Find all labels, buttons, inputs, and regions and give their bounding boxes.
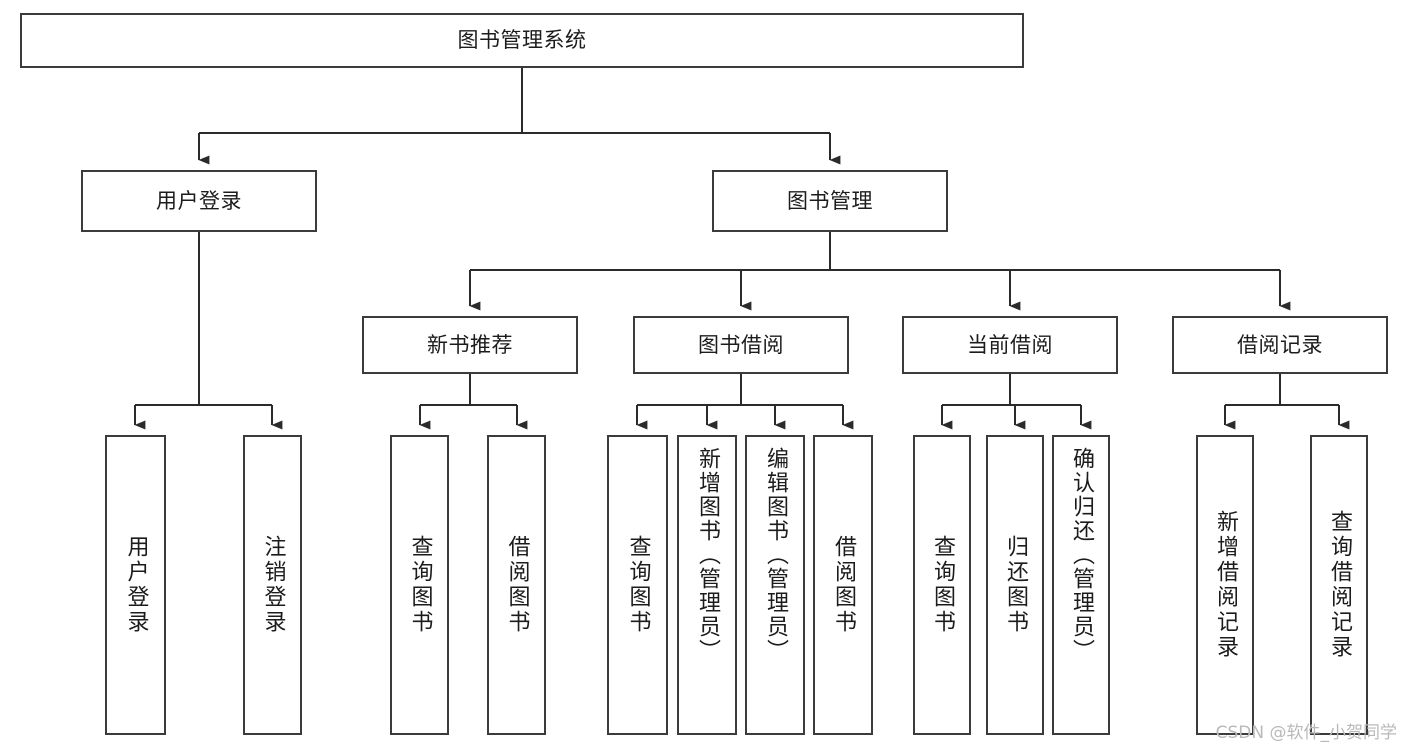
node-borrow-records[interactable]: 借阅记录 [1172, 316, 1388, 374]
node-new-book-recommend[interactable]: 新书推荐 [362, 316, 578, 374]
node-leaf-query-book-current-label: 查询图书 [930, 535, 955, 635]
node-leaf-add-borrow-record-label: 新增借阅记录 [1213, 510, 1238, 660]
node-root-system[interactable]: 图书管理系统 [20, 13, 1024, 68]
node-leaf-query-borrow-record[interactable]: 查询借阅记录 [1310, 435, 1368, 735]
node-leaf-confirm-return[interactable]: 确认归还（管理员） [1052, 435, 1110, 735]
node-root-system-label: 图书管理系统 [457, 28, 587, 53]
node-new-book-recommend-label: 新书推荐 [427, 332, 513, 357]
node-user-login[interactable]: 用户登录 [81, 170, 317, 232]
node-leaf-borrow-book-recommend-label: 借阅图书 [504, 535, 530, 635]
node-leaf-query-book-recommend[interactable]: 查询图书 [390, 435, 449, 735]
node-borrow-records-label: 借阅记录 [1237, 332, 1323, 357]
node-user-login-label: 用户登录 [156, 188, 242, 213]
node-leaf-edit-book[interactable]: 编辑图书（管理员） [745, 435, 805, 735]
node-current-borrow-label: 当前借阅 [967, 332, 1053, 357]
node-book-borrow[interactable]: 图书借阅 [633, 316, 849, 374]
node-leaf-add-borrow-record[interactable]: 新增借阅记录 [1196, 435, 1254, 735]
node-leaf-user-logout-label: 注销登录 [260, 535, 286, 635]
node-leaf-query-book-recommend-label: 查询图书 [407, 535, 433, 635]
node-leaf-return-book[interactable]: 归还图书 [986, 435, 1044, 735]
node-book-management-label: 图书管理 [787, 188, 873, 213]
csdn-watermark: CSDN @软件_小贺同学 [1215, 723, 1397, 743]
node-book-borrow-label: 图书借阅 [698, 332, 784, 357]
node-leaf-borrow-book-recommend[interactable]: 借阅图书 [487, 435, 546, 735]
node-leaf-borrow-book[interactable]: 借阅图书 [813, 435, 873, 735]
node-leaf-query-borrow-record-label: 查询借阅记录 [1327, 510, 1352, 660]
node-book-management[interactable]: 图书管理 [712, 170, 948, 232]
node-leaf-user-login[interactable]: 用户登录 [105, 435, 166, 735]
node-leaf-return-book-label: 归还图书 [1003, 535, 1028, 635]
node-current-borrow[interactable]: 当前借阅 [902, 316, 1118, 374]
node-leaf-confirm-return-label: 确认归还（管理员） [1069, 447, 1094, 663]
node-leaf-query-book-borrow[interactable]: 查询图书 [607, 435, 668, 735]
node-leaf-query-book-current[interactable]: 查询图书 [913, 435, 971, 735]
node-leaf-user-logout[interactable]: 注销登录 [243, 435, 302, 735]
node-leaf-add-book-label: 新增图书（管理员） [695, 447, 720, 663]
node-leaf-edit-book-label: 编辑图书（管理员） [763, 447, 788, 663]
node-leaf-add-book[interactable]: 新增图书（管理员） [677, 435, 737, 735]
node-leaf-query-book-borrow-label: 查询图书 [625, 535, 651, 635]
node-leaf-user-login-label: 用户登录 [123, 535, 149, 635]
node-leaf-borrow-book-label: 借阅图书 [831, 535, 856, 635]
